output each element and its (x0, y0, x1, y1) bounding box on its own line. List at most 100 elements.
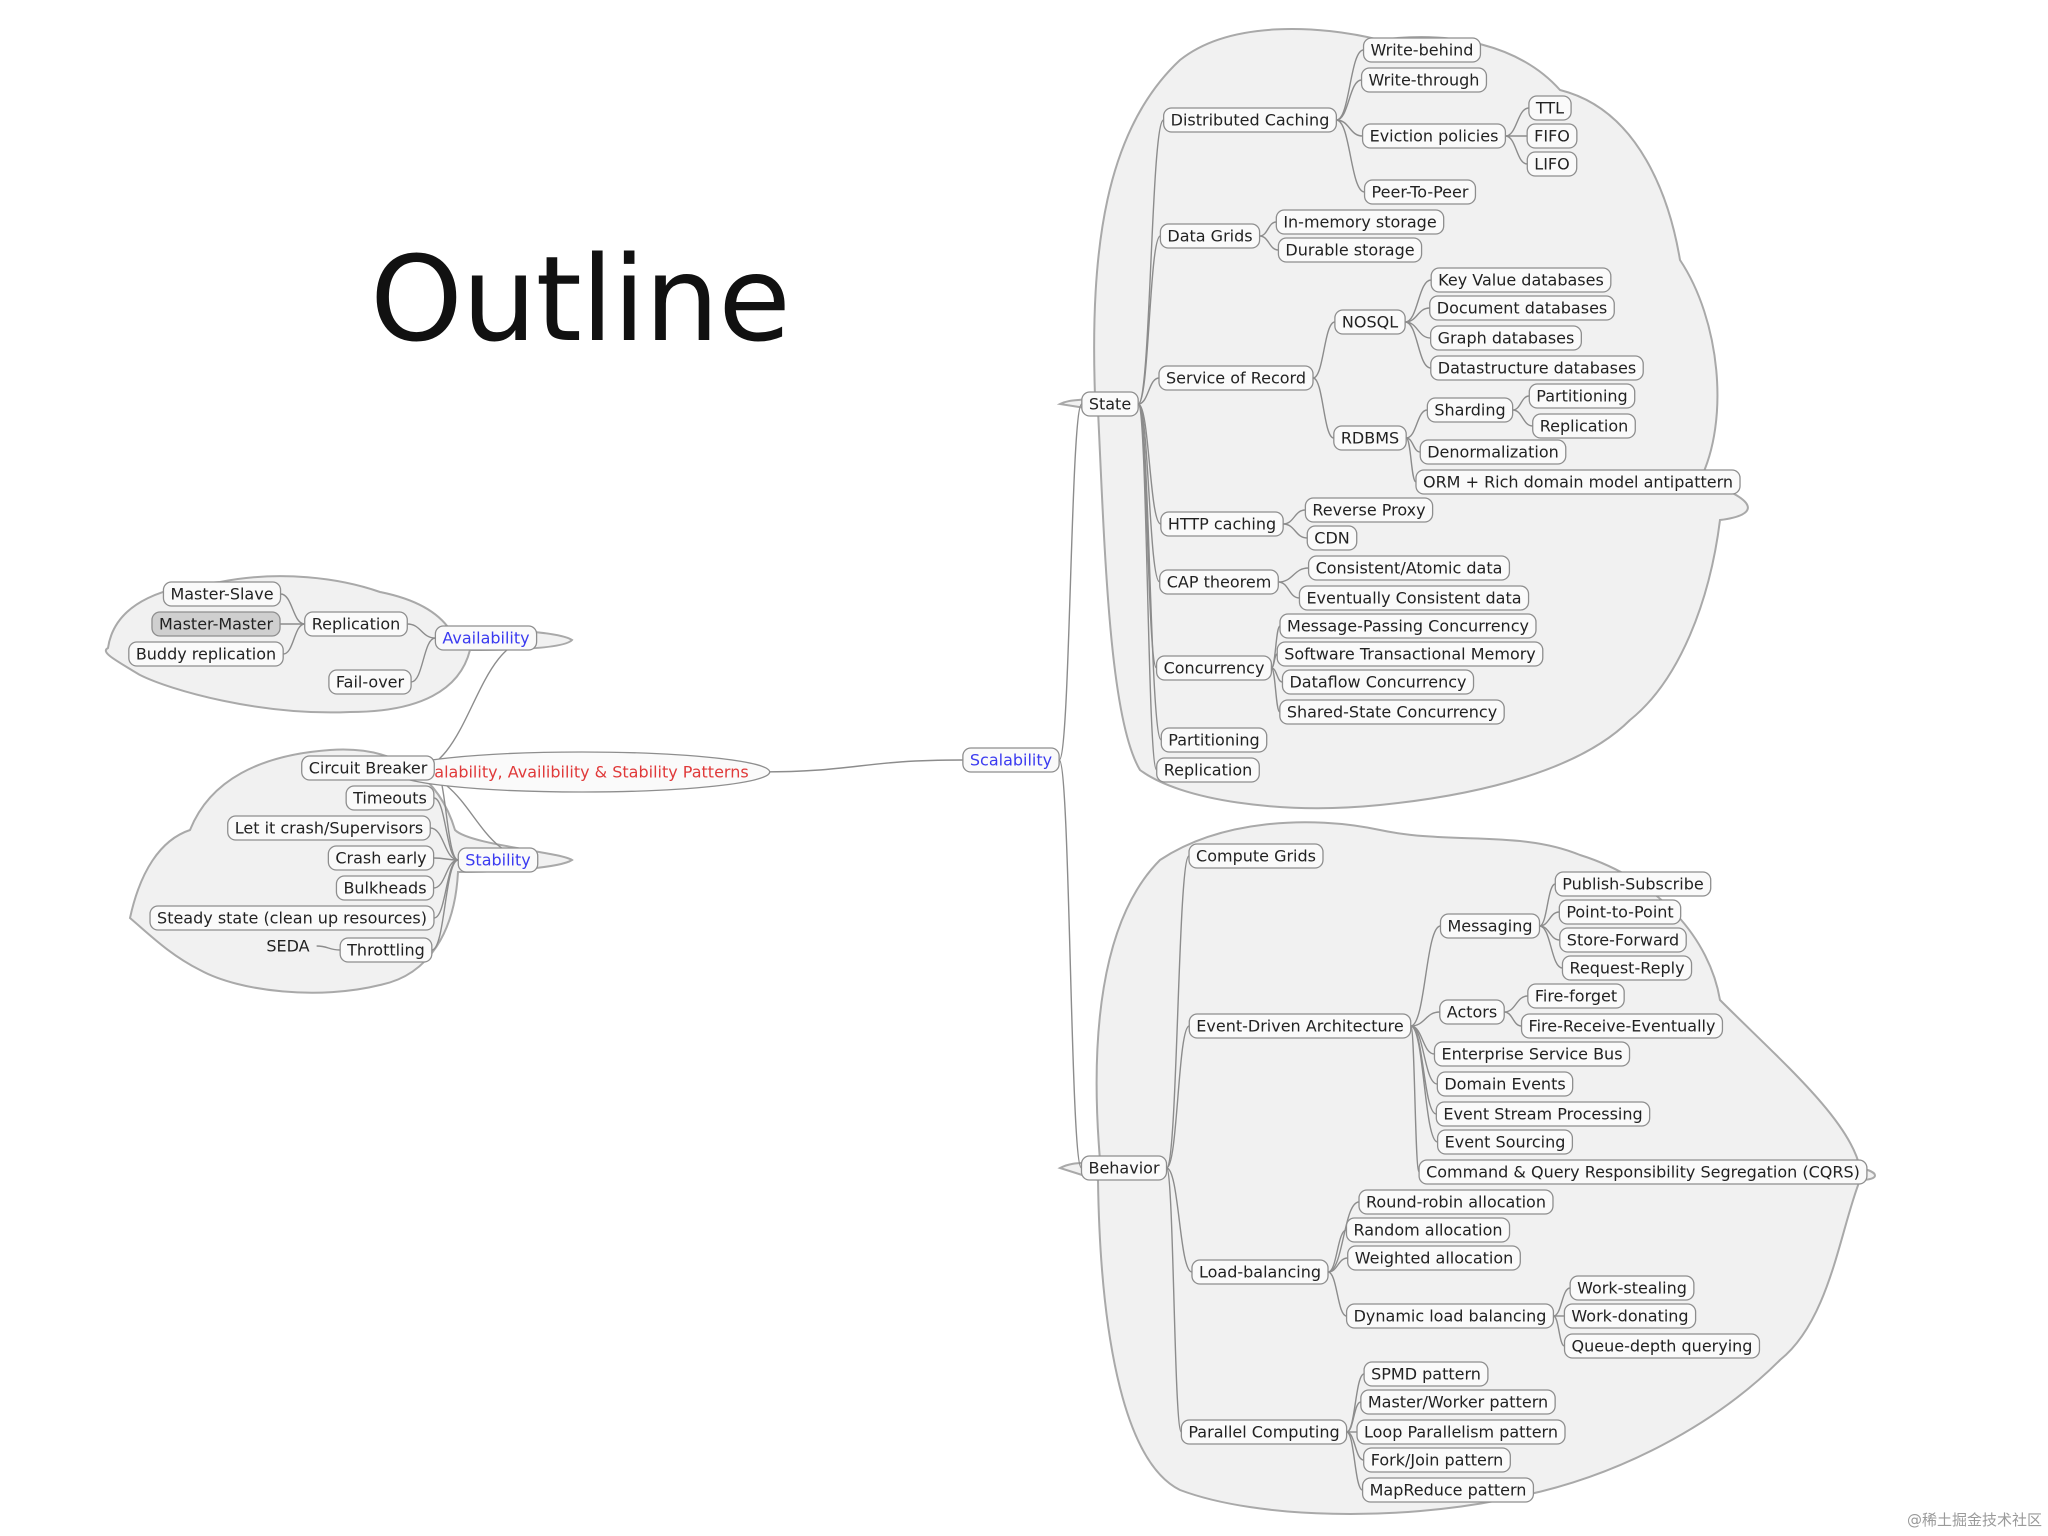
topic-replication[interactable]: Replication (304, 611, 408, 637)
topic-box (1363, 179, 1477, 205)
topic-message-passing-concurrency[interactable]: Message-Passing Concurrency (1279, 613, 1537, 639)
topic-durable-storage[interactable]: Durable storage (1277, 237, 1423, 263)
topic-master-worker-pattern[interactable]: Master/Worker pattern (1360, 1389, 1556, 1415)
topic-write-through[interactable]: Write-through (1360, 67, 1488, 93)
topic-box (304, 611, 408, 637)
topic-nosql[interactable]: NOSQL (1334, 309, 1406, 335)
topic-eventually-consistent-data[interactable]: Eventually Consistent data (1298, 585, 1530, 611)
topic-fire-receive-eventually[interactable]: Fire-Receive-Eventually (1520, 1013, 1724, 1039)
topic-rdbms[interactable]: RDBMS (1333, 425, 1407, 451)
topic-load-balancing[interactable]: Load-balancing (1191, 1259, 1329, 1285)
topic-shared-state-concurrency[interactable]: Shared-State Concurrency (1279, 699, 1505, 725)
topic-orm-rich-domain-model-antipattern[interactable]: ORM + Rich domain model antipattern (1415, 469, 1741, 495)
topic-in-memory-storage[interactable]: In-memory storage (1275, 209, 1445, 235)
topic-partitioning[interactable]: Partitioning (1160, 727, 1268, 753)
topic-fire-forget[interactable]: Fire-forget (1527, 983, 1625, 1009)
topic-box (1526, 151, 1578, 177)
topic-concurrency[interactable]: Concurrency (1155, 655, 1273, 681)
topic-event-driven-architecture[interactable]: Event-Driven Architecture (1188, 1013, 1412, 1039)
topic-reverse-proxy[interactable]: Reverse Proxy (1304, 497, 1434, 523)
topic-timeouts[interactable]: Timeouts (345, 785, 435, 811)
topic-crash-early[interactable]: Crash early (327, 845, 435, 871)
topic-round-robin-allocation[interactable]: Round-robin allocation (1358, 1189, 1554, 1215)
topic-lifo[interactable]: LIFO (1526, 151, 1578, 177)
topic-replication[interactable]: Replication (1156, 757, 1260, 783)
topic-datastructure-databases[interactable]: Datastructure databases (1430, 355, 1644, 381)
topic-throttling[interactable]: Throttling (339, 937, 433, 963)
topic-parallel-computing[interactable]: Parallel Computing (1180, 1419, 1348, 1445)
topic-dynamic-load-balancing[interactable]: Dynamic load balancing (1345, 1303, 1555, 1329)
topic-store-forward[interactable]: Store-Forward (1559, 927, 1687, 953)
topic-label: Behavior (1088, 1159, 1159, 1178)
topic-seda[interactable]: SEDA (259, 934, 316, 958)
topic-spmd-pattern[interactable]: SPMD pattern (1363, 1361, 1489, 1387)
topic-document-databases[interactable]: Document databases (1429, 295, 1615, 321)
topic-point-to-point[interactable]: Point-to-Point (1558, 899, 1682, 925)
topic-write-behind[interactable]: Write-behind (1362, 37, 1482, 63)
topic-enterprise-service-bus[interactable]: Enterprise Service Bus (1433, 1041, 1631, 1067)
topic-behavior[interactable]: Behavior (1080, 1155, 1168, 1181)
topic-command-query-responsibility-segregation-cqrs[interactable]: Command & Query Responsibility Segregati… (1418, 1159, 1868, 1185)
topic-compute-grids[interactable]: Compute Grids (1188, 843, 1324, 869)
topic-label: Availability (442, 629, 529, 648)
topic-label: Parallel Computing (1188, 1423, 1339, 1442)
topic-http-caching[interactable]: HTTP caching (1160, 511, 1284, 537)
topic-master-slave[interactable]: Master-Slave (162, 581, 282, 607)
topic-distributed-caching[interactable]: Distributed Caching (1162, 107, 1338, 133)
topic-sharding[interactable]: Sharding (1426, 397, 1514, 423)
connector-random-allocation (1327, 1229, 1347, 1273)
topic-scalability[interactable]: Scalability (962, 747, 1060, 773)
topic-replication[interactable]: Replication (1532, 413, 1636, 439)
topic-messaging[interactable]: Messaging (1439, 913, 1541, 939)
topic-work-donating[interactable]: Work-donating (1563, 1303, 1697, 1329)
topic-denormalization[interactable]: Denormalization (1419, 439, 1567, 465)
topic-consistent-atomic-data[interactable]: Consistent/Atomic data (1307, 555, 1511, 581)
topic-scalability-availibility-stability-patterns[interactable]: Scalability, Availibility & Stability Pa… (393, 751, 771, 793)
topic-partitioning[interactable]: Partitioning (1528, 383, 1636, 409)
topic-service-of-record[interactable]: Service of Record (1158, 365, 1314, 391)
topic-availability[interactable]: Availability (434, 625, 538, 651)
topic-box (327, 845, 435, 871)
topic-ttl[interactable]: TTL (1528, 95, 1572, 121)
topic-buddy-replication[interactable]: Buddy replication (128, 641, 284, 667)
topic-bulkheads[interactable]: Bulkheads (335, 875, 435, 901)
topic-let-it-crash-supervisors[interactable]: Let it crash/Supervisors (227, 815, 431, 841)
topic-graph-databases[interactable]: Graph databases (1430, 325, 1582, 351)
topic-data-grids[interactable]: Data Grids (1159, 223, 1261, 249)
topic-random-allocation[interactable]: Random allocation (1345, 1217, 1511, 1243)
topic-dataflow-concurrency[interactable]: Dataflow Concurrency (1281, 669, 1475, 695)
topic-software-transactional-memory[interactable]: Software Transactional Memory (1276, 641, 1544, 667)
page-title: Outline (370, 230, 791, 368)
topic-domain-events[interactable]: Domain Events (1436, 1071, 1574, 1097)
connector-orm-rich-domain-model-antipattern (1405, 437, 1417, 483)
topic-publish-subscribe[interactable]: Publish-Subscribe (1554, 871, 1712, 897)
topic-loop-parallelism-pattern[interactable]: Loop Parallelism pattern (1356, 1419, 1566, 1445)
topic-cap-theorem[interactable]: CAP theorem (1159, 569, 1279, 595)
topic-eviction-policies[interactable]: Eviction policies (1361, 123, 1507, 149)
topic-request-reply[interactable]: Request-Reply (1561, 955, 1693, 981)
topic-circuit-breaker[interactable]: Circuit Breaker (301, 755, 435, 781)
topic-box (1345, 1217, 1511, 1243)
topic-steady-state-clean-up-resources[interactable]: Steady state (clean up resources) (149, 905, 435, 931)
topic-peer-to-peer[interactable]: Peer-To-Peer (1363, 179, 1477, 205)
topic-weighted-allocation[interactable]: Weighted allocation (1347, 1245, 1521, 1271)
topic-event-stream-processing[interactable]: Event Stream Processing (1435, 1101, 1651, 1127)
topic-actors[interactable]: Actors (1439, 999, 1505, 1025)
topic-event-sourcing[interactable]: Event Sourcing (1436, 1129, 1574, 1155)
topic-box (1563, 1333, 1761, 1359)
topic-fail-over[interactable]: Fail-over (328, 669, 412, 695)
topic-work-stealing[interactable]: Work-stealing (1569, 1275, 1695, 1301)
topic-key-value-databases[interactable]: Key Value databases (1430, 267, 1612, 293)
topic-queue-depth-querying[interactable]: Queue-depth querying (1563, 1333, 1761, 1359)
connector-scalability (755, 759, 963, 773)
topic-cdn[interactable]: CDN (1306, 525, 1358, 551)
topic-master-master[interactable]: Master-Master (151, 611, 281, 637)
topic-stability[interactable]: Stability (457, 847, 539, 873)
topic-fifo[interactable]: FIFO (1526, 123, 1578, 149)
topic-mapreduce-pattern[interactable]: MapReduce pattern (1361, 1477, 1535, 1503)
topic-fork-join-pattern[interactable]: Fork/Join pattern (1363, 1447, 1511, 1473)
topic-state[interactable]: State (1081, 391, 1139, 417)
connector-behavior (1058, 759, 1083, 1169)
topic-label: ORM + Rich domain model antipattern (1423, 473, 1733, 492)
topic-box (1558, 899, 1682, 925)
